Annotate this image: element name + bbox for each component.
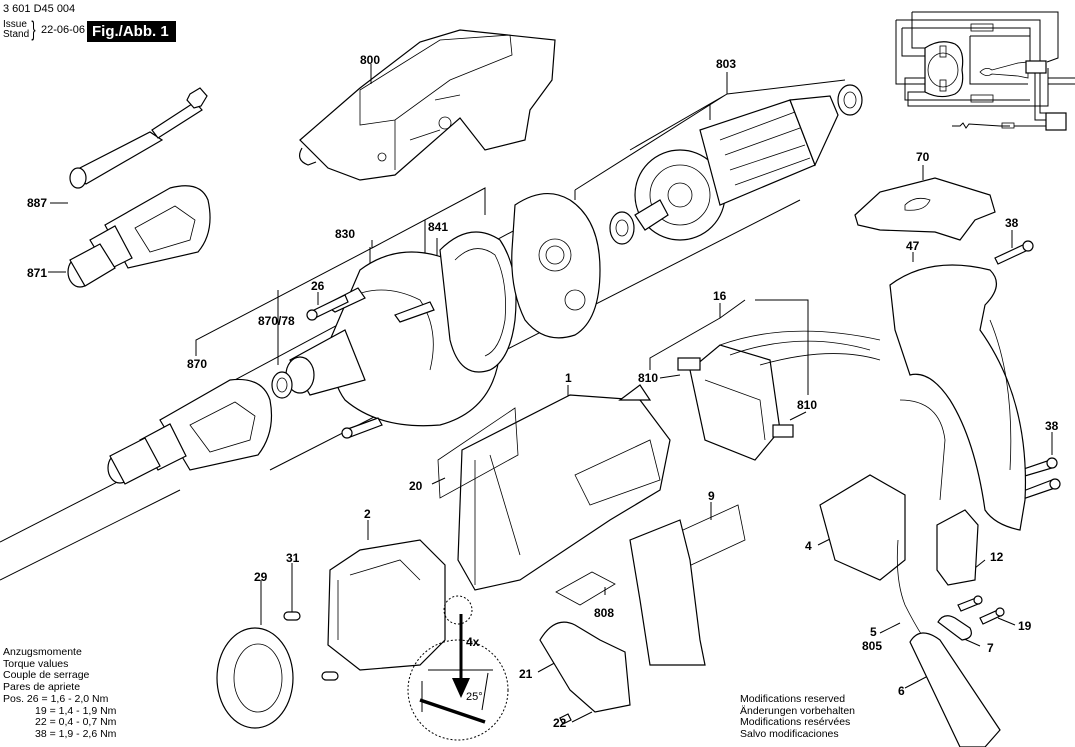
brace-glyph: } xyxy=(31,18,36,41)
label-5: 5 xyxy=(870,625,877,639)
part-bearing-plate xyxy=(511,193,601,339)
label-887: 887 xyxy=(27,196,47,210)
part-47-handle-shell xyxy=(889,264,1027,531)
torque-title-en: Torque values xyxy=(3,657,69,670)
mods-fr: Modifications resérvées xyxy=(740,716,851,728)
torque-row: Pos. 26 = 1,6 - 2,0 Nm xyxy=(3,692,109,705)
label-26: 26 xyxy=(311,279,325,293)
torque-row: 38 = 1,9 - 2,6 Nm xyxy=(35,727,117,740)
label-2: 2 xyxy=(364,507,371,521)
label-841: 841 xyxy=(428,220,448,234)
bearing-right xyxy=(837,84,863,116)
part-4-switch xyxy=(819,474,906,581)
part-16-brush-holder xyxy=(677,330,881,461)
mods-de: Änderungen vorbehalten xyxy=(740,704,856,717)
part-1-motor-housing xyxy=(457,384,671,591)
label-4: 4 xyxy=(805,539,812,553)
part-870-78-ring xyxy=(271,371,293,399)
label-21: 21 xyxy=(519,667,533,681)
part-20-label xyxy=(437,407,519,499)
detail-multiplier: 4x xyxy=(466,635,480,649)
part-31-pin xyxy=(283,611,301,621)
label-70: 70 xyxy=(916,150,930,164)
torque-row: 19 = 1,4 - 1,9 Nm xyxy=(35,704,117,717)
label-20: 20 xyxy=(409,479,423,493)
part-887-bit-holder xyxy=(50,87,208,204)
label-47: 47 xyxy=(906,239,920,253)
label-808: 808 xyxy=(594,606,614,620)
label-810-right: 810 xyxy=(797,398,817,412)
part-31-pin-2 xyxy=(321,671,339,681)
mods-es: Salvo modificaciones xyxy=(740,727,839,740)
issue-date: 22-06-06 xyxy=(41,24,86,36)
part-841-gasket xyxy=(439,231,517,373)
part-2-field xyxy=(327,539,446,671)
label-810-left: 810 xyxy=(638,371,658,385)
part-5-cable xyxy=(896,539,926,641)
label-38-top: 38 xyxy=(1005,216,1019,230)
label-9: 9 xyxy=(708,489,715,503)
label-870-78: 870/78 xyxy=(258,314,295,328)
part-70-cover xyxy=(854,177,996,241)
label-38-mid: 38 xyxy=(1045,419,1059,433)
part-808-label xyxy=(555,571,616,606)
part-870-nosepiece xyxy=(107,378,273,485)
part-803-armature xyxy=(634,95,839,241)
leader-lines xyxy=(0,72,1053,723)
pistol-grip xyxy=(629,519,706,666)
label-1: 1 xyxy=(565,371,572,385)
label-830: 830 xyxy=(335,227,355,241)
issue-labels: Issue Stand xyxy=(3,20,29,40)
label-31: 31 xyxy=(286,551,300,565)
label-803: 803 xyxy=(716,57,736,71)
label-870: 870 xyxy=(187,357,207,371)
label-29: 29 xyxy=(254,570,268,584)
label-6: 6 xyxy=(898,684,905,698)
part-number: 3 601 D45 004 xyxy=(3,3,76,15)
detail-angle: 25° xyxy=(466,691,483,703)
torque-title-fr: Couple de serrage xyxy=(3,669,90,682)
part-22-screw xyxy=(559,713,572,725)
torque-row: 22 = 0,4 - 0,7 Nm xyxy=(35,716,117,729)
bearing-small xyxy=(609,211,635,245)
label-19: 19 xyxy=(1018,619,1032,633)
label-805: 805 xyxy=(862,639,882,653)
part-800-depth-stop xyxy=(298,29,556,181)
part-21-grip-cover xyxy=(539,621,631,713)
torque-values: Anzugsmomente Torque values Couple de se… xyxy=(3,646,117,741)
torque-title-es: Pares de apriete xyxy=(3,681,81,694)
modifications-notice: Modifications reserved Änderungen vorbeh… xyxy=(740,693,856,740)
wiring-schematic xyxy=(895,11,1075,131)
mods-en: Modifications reserved xyxy=(740,693,846,705)
part-6-sleeve xyxy=(909,632,1001,747)
torque-title-de: Anzugsmomente xyxy=(3,646,82,658)
part-12-capacitor xyxy=(936,509,979,586)
issue-label-de: Stand xyxy=(3,29,30,40)
detail-callout xyxy=(407,595,509,741)
label-12: 12 xyxy=(990,550,1004,564)
label-22: 22 xyxy=(553,716,567,730)
issue-label-en: Issue xyxy=(3,19,27,30)
label-871: 871 xyxy=(27,266,47,280)
label-7: 7 xyxy=(987,641,994,655)
label-800: 800 xyxy=(360,53,380,67)
part-871-nosepiece xyxy=(48,185,211,288)
figure-badge: Fig./Abb. 1 xyxy=(87,21,176,42)
label-16: 16 xyxy=(713,289,727,303)
part-7-clamp xyxy=(937,615,972,641)
